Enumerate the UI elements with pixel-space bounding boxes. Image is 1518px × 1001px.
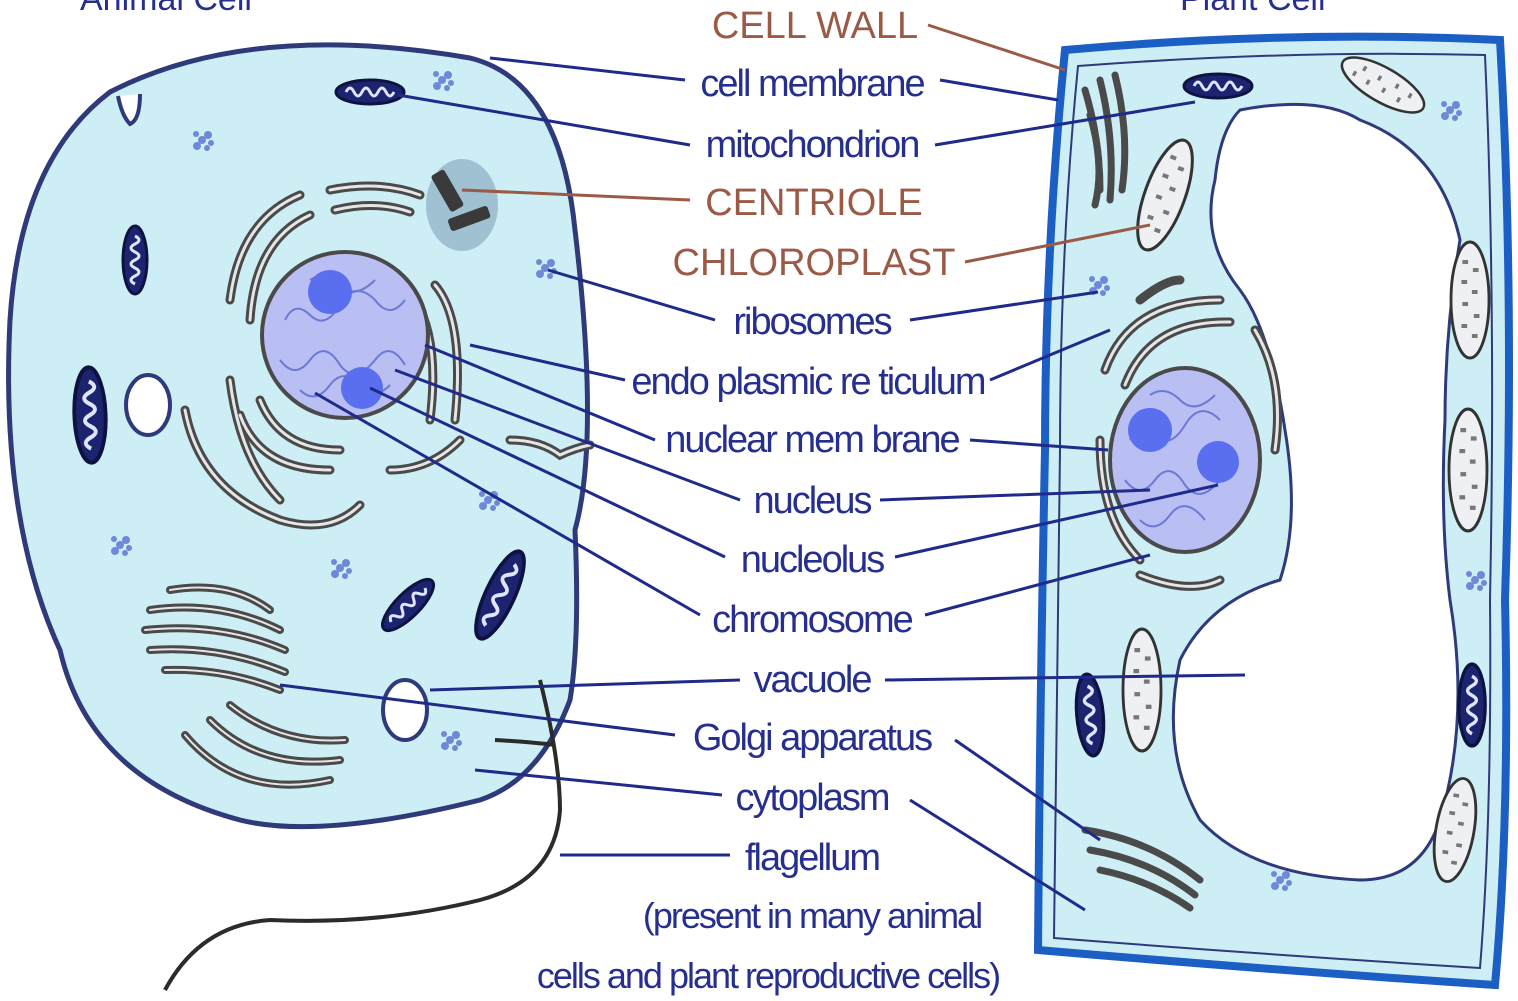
plant-chloroplast	[1451, 242, 1489, 358]
plant-nucleolus-1	[1128, 408, 1172, 452]
animal-cell-title: Animal Cell	[80, 0, 252, 18]
label-golgi-apparatus: Golgi apparatus	[693, 717, 932, 759]
flagellum-note-line1: (present in many animal	[643, 895, 981, 936]
plant-cell-title: Plant Cell	[1180, 0, 1326, 18]
animal-mitochondrion-2	[123, 226, 147, 294]
label-chromosome: chromosome	[712, 599, 912, 641]
label-cell-wall: CELL WALL	[712, 5, 918, 47]
plant-chloroplast	[1123, 629, 1161, 751]
plant-mitochondrion	[1184, 74, 1252, 98]
plant-nucleolus-2	[1197, 441, 1239, 483]
flagellum-note-line2: cells and plant reproductive cells)	[537, 955, 999, 996]
label-mitochondrion: mitochondrion	[706, 124, 919, 166]
animal-nucleolus-2	[341, 367, 383, 409]
label-nucleus: nucleus	[754, 480, 872, 522]
label-nuclear-membrane: nuclear mem brane	[665, 419, 959, 461]
label-nucleolus: nucleolus	[741, 539, 885, 581]
animal-nucleolus-1	[308, 270, 352, 314]
animal-vacuole-2	[383, 680, 427, 740]
label-vacuole: vacuole	[754, 659, 872, 701]
animal-vacuole-1	[126, 375, 170, 435]
animal-mitochondrion-1	[336, 80, 404, 104]
label-cell-membrane: cell membrane	[700, 63, 924, 105]
label-chloroplast: CHLOROPLAST	[673, 242, 956, 284]
label-ribosomes: ribosomes	[733, 301, 891, 343]
label-centriole: CENTRIOLE	[705, 182, 922, 224]
animal-cell	[9, 45, 590, 990]
plant-chloroplast	[1449, 409, 1487, 531]
label-flagellum: flagellum	[745, 837, 879, 879]
plant-mitochondrion	[1459, 664, 1485, 746]
label-endoplasmic-reticulum: endo plasmic re ticulum	[631, 361, 985, 403]
label-cytoplasm: cytoplasm	[735, 777, 888, 819]
